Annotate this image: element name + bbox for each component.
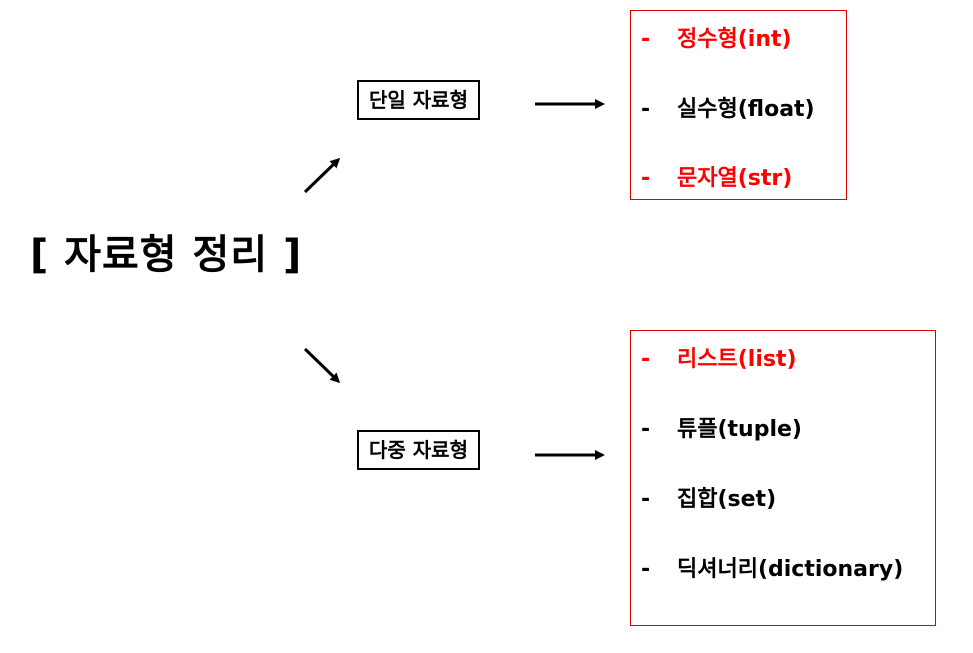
dash-marker: - <box>641 347 651 372</box>
list-item: - 집합(set) <box>641 481 776 513</box>
item-text: 실수형(float) <box>677 97 815 122</box>
list-item: - 정수형(int) <box>641 21 792 53</box>
item-text: 리스트(list) <box>677 347 797 372</box>
list-item: - 문자열(str) <box>641 160 792 192</box>
arrow-down-right <box>303 347 341 384</box>
list-item: - 딕셔너리(dictionary) <box>641 551 903 583</box>
page-title: [ 자료형 정리 ] <box>30 232 303 278</box>
item-text: 딕셔너리(dictionary) <box>677 557 904 582</box>
dash-marker: - <box>641 166 651 191</box>
dash-marker: - <box>641 27 651 52</box>
list-item: - 리스트(list) <box>641 341 797 373</box>
item-text: 튜플(tuple) <box>677 417 802 442</box>
single-type-box: 단일 자료형 <box>357 80 480 120</box>
item-text: 집합(set) <box>677 487 777 512</box>
dash-marker: - <box>641 557 651 582</box>
dash-marker: - <box>641 417 651 442</box>
item-text: 정수형(int) <box>677 27 792 52</box>
list-item: - 실수형(float) <box>641 91 815 123</box>
single-type-list: - 정수형(int) - 실수형(float) - 문자열(str) <box>630 10 847 200</box>
dash-marker: - <box>641 97 651 122</box>
multi-type-box: 다중 자료형 <box>357 430 480 470</box>
list-item: - 튜플(tuple) <box>641 411 802 443</box>
dash-marker: - <box>641 487 651 512</box>
item-text: 문자열(str) <box>677 166 793 191</box>
arrow-up-right <box>303 157 341 194</box>
multi-type-list: - 리스트(list) - 튜플(tuple) - 집합(set) - 딕셔너리(dic… <box>630 330 936 626</box>
